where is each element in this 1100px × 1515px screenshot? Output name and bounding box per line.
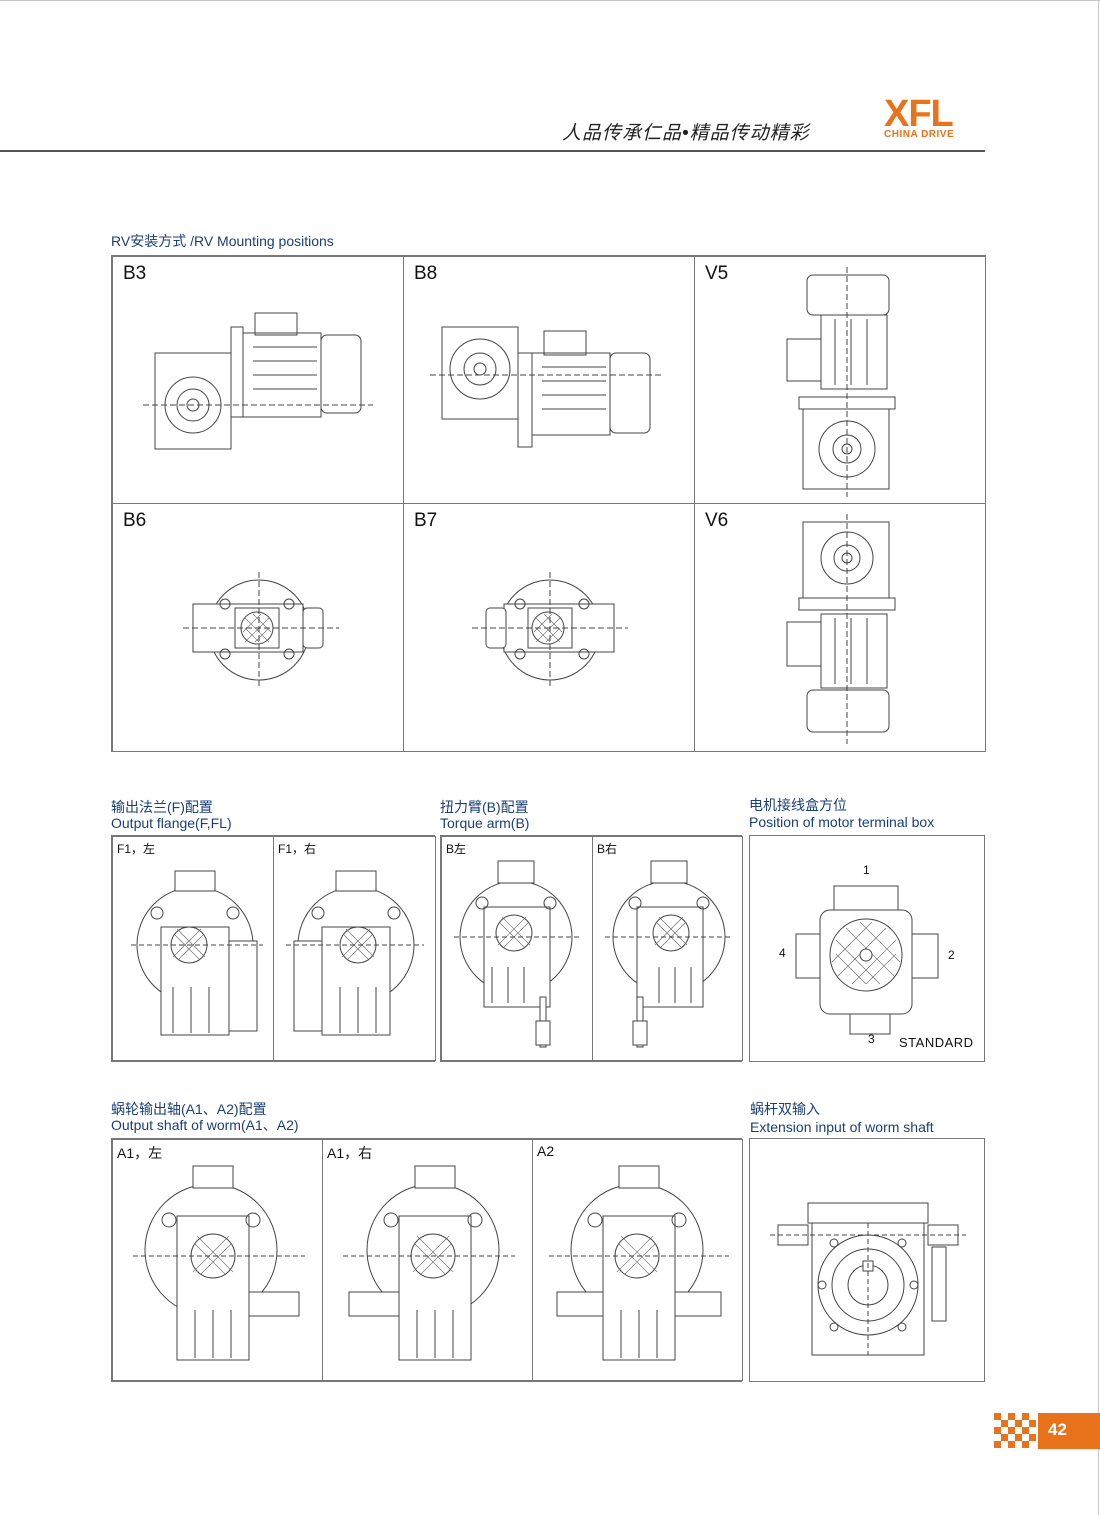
- torque-grid: B左 B右: [440, 835, 743, 1062]
- brand-logo: XFL CHINA DRIVE: [884, 95, 984, 143]
- header-divider: [0, 150, 985, 152]
- logo-main-text: XFL: [884, 93, 954, 135]
- terminal-title-cn: 电机接线盒方位: [749, 797, 847, 813]
- terminal-position-1: 1: [863, 863, 870, 877]
- terminal-title-en: Position of motor terminal box: [749, 814, 935, 830]
- torque-right-label: B右: [597, 842, 618, 856]
- gearbox-motor-drawing: [143, 312, 373, 450]
- page-number: 42: [1048, 1420, 1067, 1439]
- shaft-title-en: Output shaft of worm(A1、A2): [111, 1117, 299, 1133]
- shaft-a1-left-label: A1，左: [117, 1145, 163, 1161]
- position-label: V6: [705, 510, 729, 531]
- mounting-cell-b7: B7: [403, 503, 695, 752]
- torque-cell-left: B左: [441, 836, 593, 1061]
- terminal-box-drawing: [795, 885, 939, 1035]
- page-number-badge: [1038, 1413, 1100, 1449]
- torque-arm-drawing: [605, 860, 733, 1048]
- terminal-position-4: 4: [779, 946, 786, 960]
- torque-left-label: B左: [446, 842, 467, 856]
- mounting-cell-b8: B8: [403, 256, 695, 504]
- shaft-cell-a2: A2: [532, 1139, 743, 1381]
- mounting-cell-v5: V5: [694, 256, 986, 504]
- gearbox-drawing: [472, 572, 628, 686]
- shaft-a1-right-label: A1，右: [327, 1145, 373, 1161]
- frame-right: [1098, 0, 1099, 1515]
- gearbox-motor-drawing: [430, 326, 662, 448]
- terminal-position-2: 2: [948, 948, 955, 962]
- flange-drawing: [131, 870, 263, 1036]
- gearbox-drawing: [183, 572, 339, 686]
- torque-cell-right: B右: [592, 836, 743, 1061]
- terminal-standard-label: STANDARD: [899, 1035, 974, 1050]
- torque-title-en: Torque arm(B): [440, 815, 530, 831]
- gearbox-motor-drawing: [786, 267, 896, 497]
- mounting-grid: B3 B8 V5: [111, 255, 986, 752]
- flange-right-label: F1，右: [278, 842, 317, 856]
- flange-cell-left: F1，左: [112, 836, 275, 1061]
- position-label: B6: [123, 510, 147, 531]
- logo-sub-text: CHINA DRIVE: [884, 129, 955, 140]
- shaft-cell-a1-left: A1，左: [112, 1139, 323, 1381]
- shaft-title-cn: 蜗轮输出轴(A1、A2)配置: [111, 1101, 267, 1117]
- shaft-a2-label: A2: [537, 1143, 555, 1159]
- output-shaft-drawing: [343, 1165, 515, 1361]
- flange-left-label: F1，左: [117, 842, 156, 856]
- terminal-cell: 1 2 3 4 STANDARD: [749, 835, 985, 1062]
- position-label: V5: [705, 263, 729, 284]
- frame-top: [0, 0, 1100, 1]
- flange-drawing: [286, 870, 424, 1036]
- mounting-cell-b3: B3: [112, 256, 404, 504]
- torque-title-cn: 扭力臂(B)配置: [440, 799, 529, 815]
- flange-title-en: Output flange(F,FL): [111, 815, 232, 831]
- output-shaft-drawing: [133, 1165, 305, 1361]
- header-slogan: 人品传承仁品•精品传动精彩: [562, 123, 810, 144]
- shaft-cell-a1-right: A1，右: [322, 1139, 533, 1381]
- extension-cell: [749, 1138, 985, 1382]
- position-label: B7: [414, 510, 438, 531]
- position-label: B8: [414, 263, 438, 284]
- flange-grid: F1，左 F1，右: [111, 835, 436, 1062]
- mounting-cell-b6: B6: [112, 503, 404, 752]
- terminal-position-3: 3: [868, 1032, 875, 1046]
- flange-title-cn: 输出法兰(F)配置: [111, 799, 213, 815]
- mounting-title: RV安装方式 /RV Mounting positions: [111, 233, 334, 249]
- mounting-cell-v6: V6: [694, 503, 986, 752]
- output-shaft-drawing: [549, 1165, 729, 1361]
- torque-arm-drawing: [454, 860, 582, 1048]
- position-label: B3: [123, 263, 147, 284]
- shaft-grid: A1，左 A1，右 A2: [111, 1138, 743, 1382]
- gearbox-motor-drawing: [786, 514, 896, 744]
- double-input-drawing: [770, 1202, 966, 1356]
- flange-cell-right: F1，右: [273, 836, 436, 1061]
- extension-title-en: Extension input of worm shaft: [750, 1119, 934, 1135]
- extension-title-cn: 蜗杆双输入: [750, 1101, 820, 1117]
